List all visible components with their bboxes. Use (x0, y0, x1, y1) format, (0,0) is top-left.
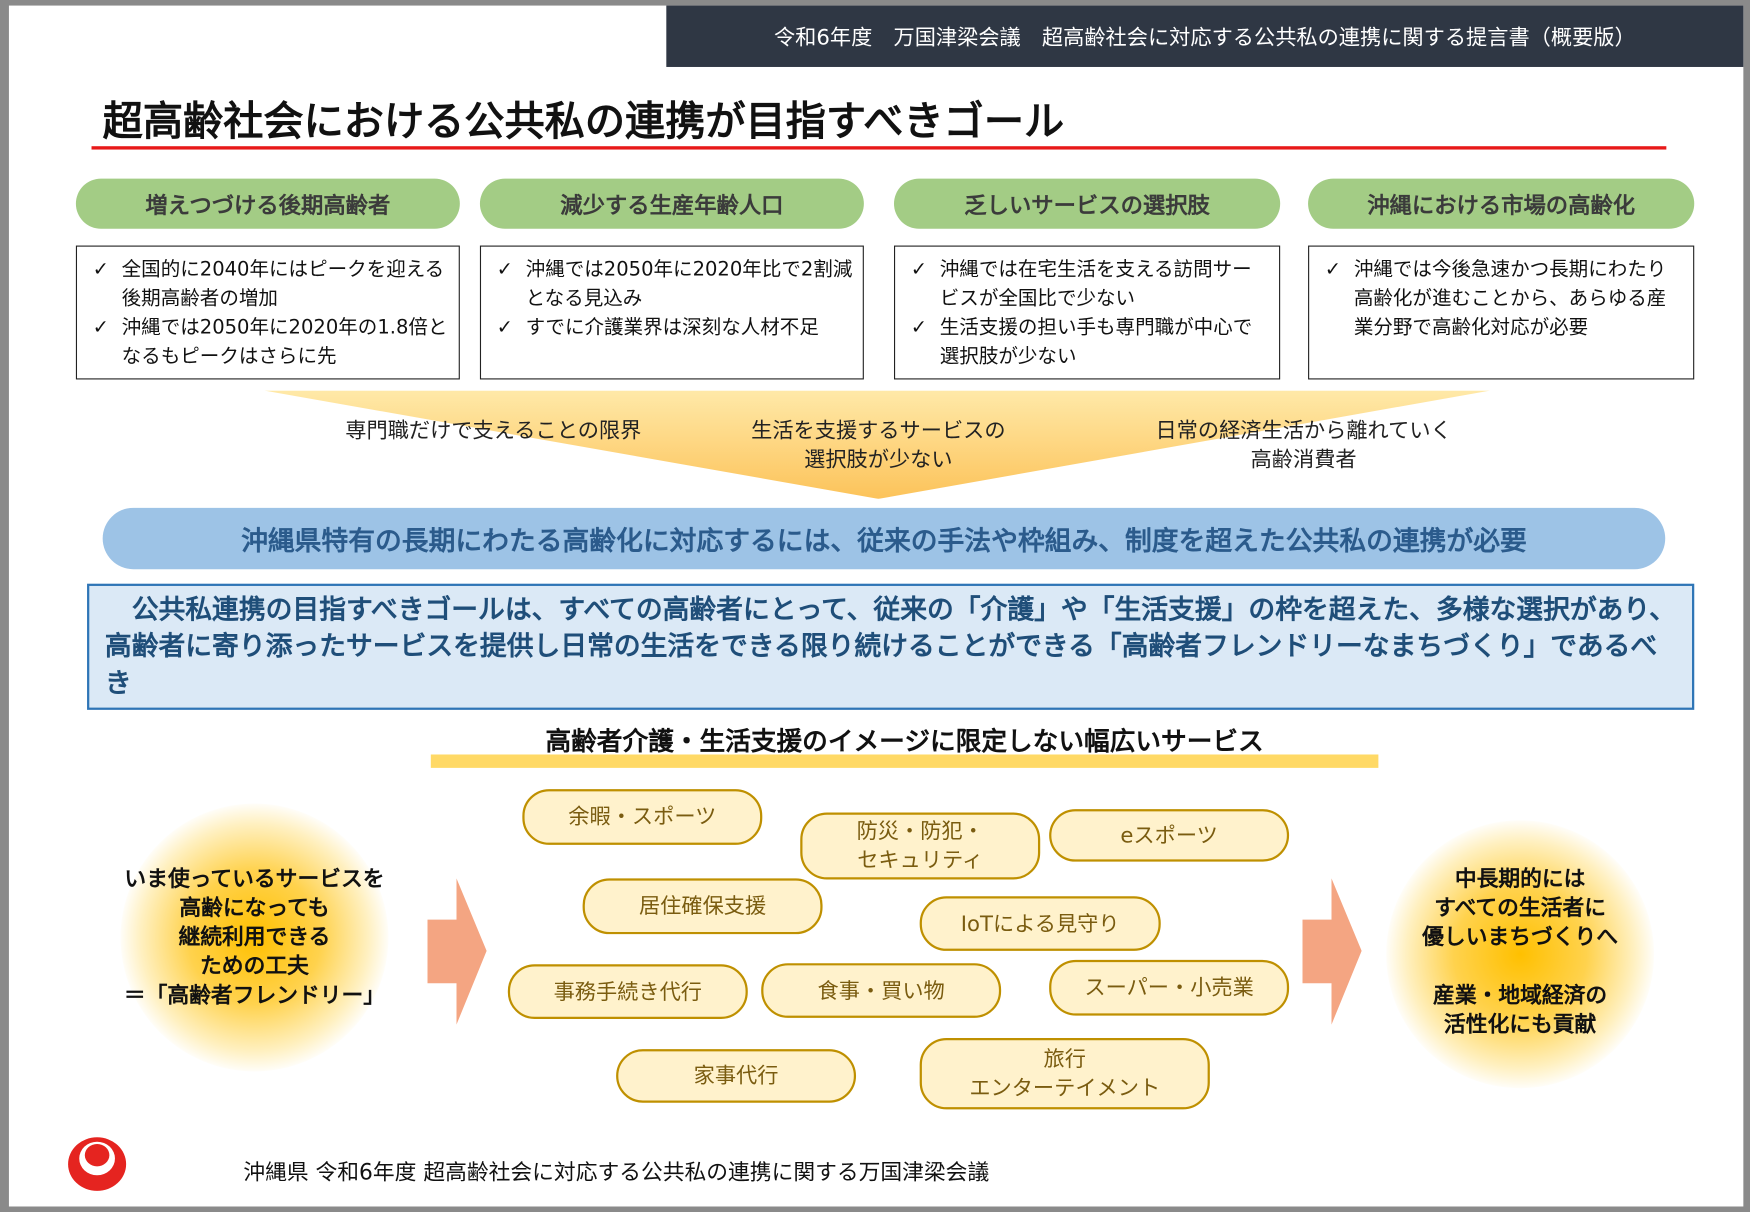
service-pill: 居住確保支援 (582, 878, 823, 935)
issue-point: ✓ 全国的に2040年にはピークを迎える後期高齢者の増加 (93, 256, 450, 314)
issue-heading: 沖縄における市場の高齢化 (1308, 178, 1695, 229)
issue-box: ✓ 沖縄では2050年に2020年比で2割減となる見込み ✓ すでに介護業界は深刻な人… (479, 245, 864, 380)
footer-text: 沖縄県 令和6年度 超高齢社会に対応する公共私の連携に関する万国津梁会議 (243, 1159, 990, 1186)
check-icon: ✓ (496, 316, 514, 340)
service-pill: 事務手続き代行 (507, 964, 748, 1019)
check-icon: ✓ (1324, 258, 1342, 282)
check-icon: ✓ (496, 258, 514, 282)
right-text: 中長期的には すべての生活者に 優しいまちづくりへ 産業・地域経済の 活性化にも… (1422, 866, 1619, 1037)
service-pill: eスポーツ (1049, 809, 1290, 862)
check-icon: ✓ (92, 316, 110, 340)
service-pill: 家事代行 (616, 1049, 857, 1103)
arrow-right-icon (427, 878, 487, 1025)
funnel-text-1: 専門職だけで支えることの限界 (345, 418, 642, 444)
service-pill: スーパー・小売業 (1049, 959, 1290, 1016)
funnel-text-2: 生活を支援するサービスの 選択肢が少ない (751, 418, 1006, 473)
issue-point-text: 全国的に2040年にはピークを迎える後期高齢者の増加 (121, 258, 445, 311)
left-text: いま使っているサービスを 高齢になっても 継続利用できる ための工夫 ＝「高齢者… (123, 866, 386, 1008)
issue-point: ✓ 沖縄では今後急速かつ長期にわたり高齢化が進むことから、あらゆる産業分野で高齢化… (1325, 256, 1684, 343)
okinawa-logo-icon (68, 1137, 127, 1191)
title-underline (91, 146, 1667, 150)
service-pill: 余暇・スポーツ (522, 789, 763, 845)
issue-point-text: 沖縄では2050年に2020年の1.8倍となるもピークはさらに先 (121, 316, 448, 369)
issue-point: ✓ 沖縄では在宅生活を支える訪問サービスが全国比で少ない (911, 256, 1270, 314)
funnel-text-3: 日常の経済生活から離れていく 高齢消費者 (1155, 418, 1452, 473)
issue-point-text: すでに介護業界は深刻な人材不足 (525, 316, 819, 340)
goal-statement: 公共私連携の目指すべきゴールは、すべての高齢者にとって、従来の「介護」や「生活支… (87, 583, 1695, 710)
issue-point: ✓ 沖縄では2050年に2020年比で2割減となる見込み (497, 256, 854, 314)
issue-heading: 減少する生産年齢人口 (479, 178, 864, 229)
services-title: 高齢者介護・生活支援のイメージに限定しない幅広いサービス (545, 727, 1264, 757)
services-title-highlight (430, 754, 1379, 768)
right-glow (1386, 820, 1655, 1089)
issue-box: ✓ 全国的に2040年にはピークを迎える後期高齢者の増加 ✓ 沖縄では2050年に20… (75, 245, 460, 380)
service-pill: 旅行 エンターテイメント (919, 1037, 1210, 1110)
page-title: 超高齢社会における公共私の連携が目指すべきゴール (102, 99, 1065, 146)
left-glow (120, 803, 389, 1072)
issue-box: ✓ 沖縄では今後急速かつ長期にわたり高齢化が進むことから、あらゆる産業分野で高齢化… (1308, 245, 1695, 380)
issue-heading: 増えつづける後期高齢者 (75, 178, 460, 229)
issue-point-text: 沖縄では2050年に2020年比で2割減となる見込み (525, 258, 853, 311)
issue-point: ✓ すでに介護業界は深刻な人材不足 (497, 314, 854, 343)
need-banner: 沖縄県特有の長期にわたる高齢化に対応するには、従来の手法や枠組み、制度を超えた公… (102, 507, 1666, 570)
issue-heading: 乏しいサービスの選択肢 (893, 178, 1281, 229)
check-icon: ✓ (910, 258, 928, 282)
issue-point: ✓ 生活支援の担い手も専門職が中心で選択肢が少ない (911, 314, 1270, 372)
issue-point-text: 生活支援の担い手も専門職が中心で選択肢が少ない (939, 316, 1253, 369)
arrow-right-icon (1302, 878, 1362, 1025)
check-icon: ✓ (92, 258, 110, 282)
issue-point-text: 沖縄では在宅生活を支える訪問サービスが全国比で少ない (939, 258, 1252, 311)
issue-point: ✓ 沖縄では2050年に2020年の1.8倍となるもピークはさらに先 (93, 314, 450, 372)
issue-point-text: 沖縄では今後急速かつ長期にわたり高齢化が進むことから、あらゆる産業分野で高齢化対… (1353, 258, 1667, 340)
service-pill: 防災・防犯・ セキュリティ (800, 812, 1041, 880)
issue-box: ✓ 沖縄では在宅生活を支える訪問サービスが全国比で少ない ✓ 生活支援の担い手も専門職… (893, 245, 1281, 380)
header-banner: 令和6年度 万国津梁会議 超高齢社会に対応する公共私の連携に関する提言書（概要版… (666, 5, 1744, 67)
check-icon: ✓ (910, 316, 928, 340)
funnel-triangle (264, 390, 1490, 499)
service-pill: 食事・買い物 (761, 963, 1002, 1018)
service-pill: IoTによる見守り (919, 896, 1161, 951)
